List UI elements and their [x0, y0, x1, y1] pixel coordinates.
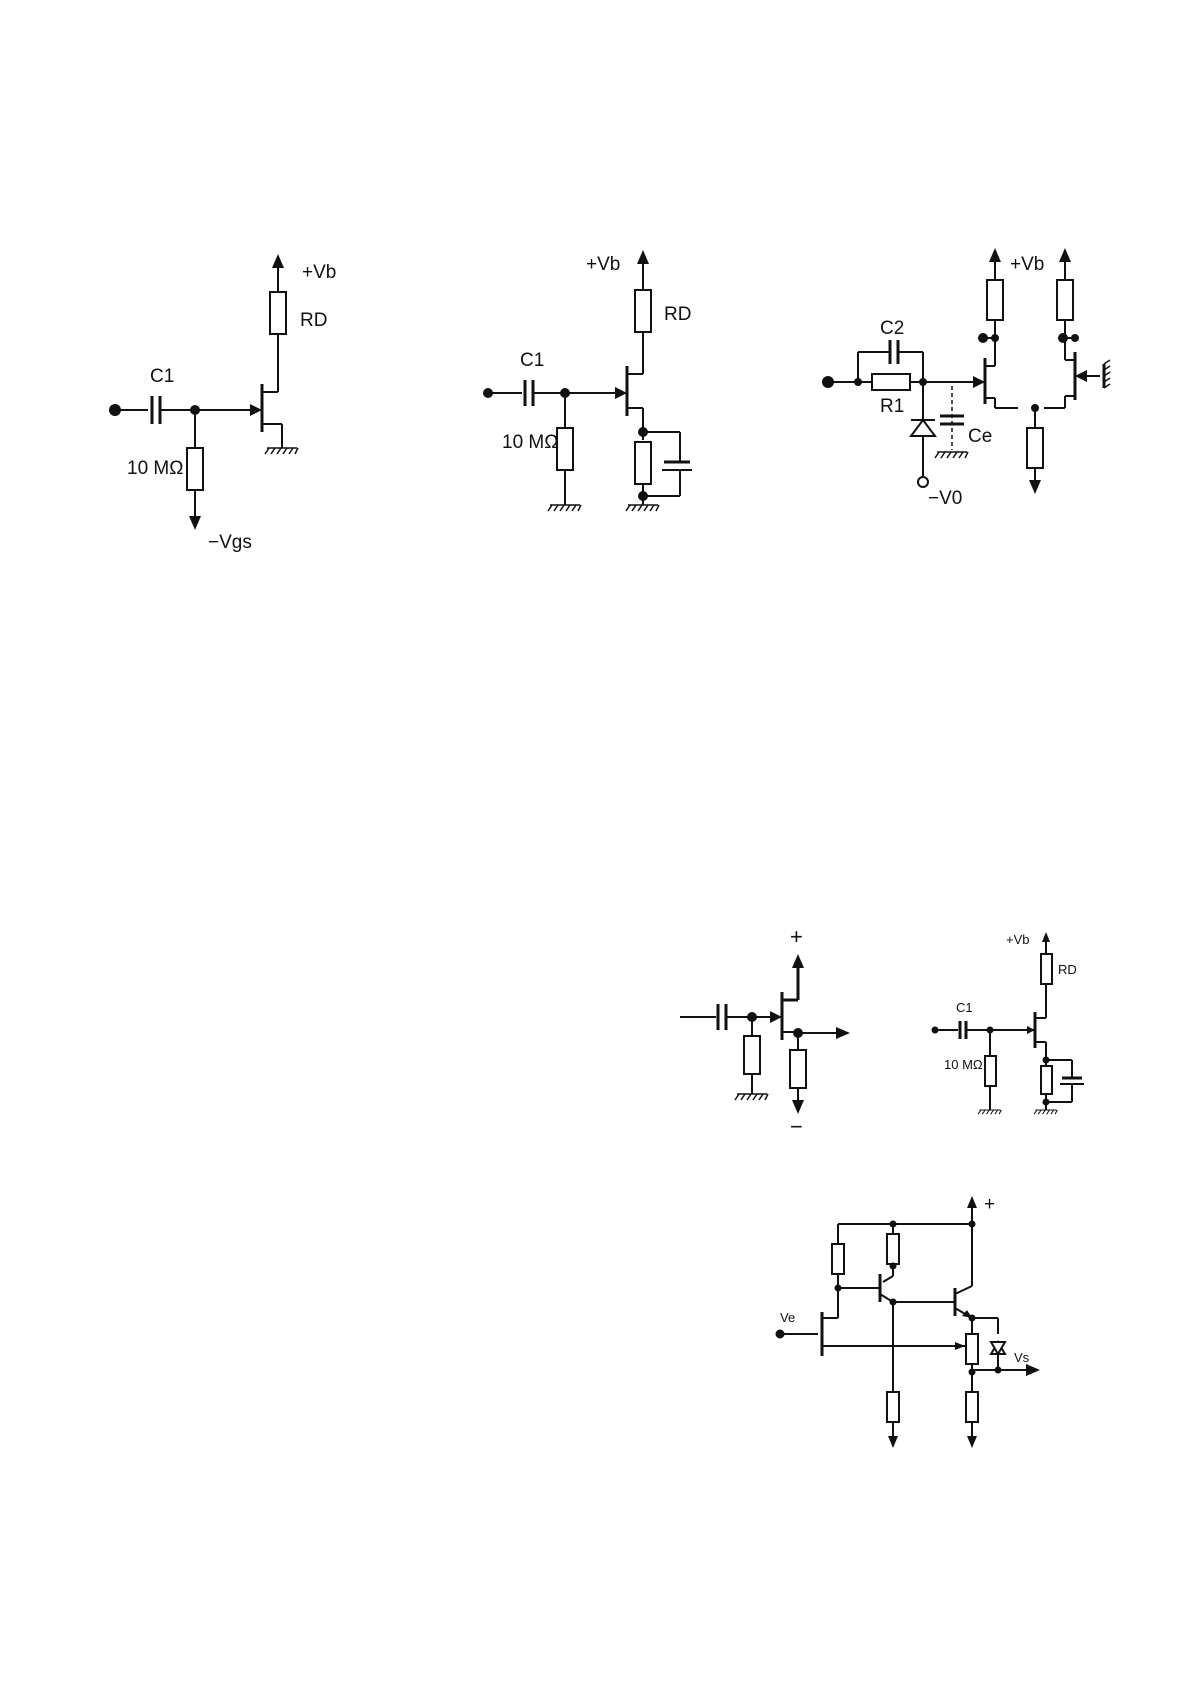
label-vb: +Vb	[1006, 932, 1030, 947]
arrow-down-icon	[888, 1436, 898, 1448]
arrow-down-icon	[1029, 480, 1041, 494]
label-vgs: −Vgs	[208, 532, 252, 553]
label-ce: Ce	[968, 426, 992, 447]
resistor-collector	[887, 1234, 899, 1264]
resistor-rd-right	[1057, 280, 1073, 320]
label-10m: 10 MΩ	[127, 458, 183, 479]
resistor-rd	[270, 292, 286, 334]
arrow-right-icon	[1026, 1364, 1040, 1376]
resistor-rs	[635, 442, 651, 484]
input-terminal-ve	[776, 1330, 785, 1339]
input-terminal	[109, 404, 121, 416]
resistor-tail	[1027, 428, 1043, 468]
label-10m: 10 MΩ	[502, 432, 558, 453]
arrow-up-icon	[792, 954, 804, 968]
label-minus: −	[790, 1114, 803, 1139]
terminal-v0	[918, 477, 928, 487]
resistor-rd	[635, 290, 651, 332]
resistor-10m	[187, 448, 203, 490]
resistor-rd-left	[987, 280, 1003, 320]
label-c1: C1	[956, 1000, 973, 1015]
resistor-10m	[557, 428, 573, 470]
label-vs: Vs	[1014, 1350, 1030, 1365]
resistor-10m	[985, 1056, 996, 1086]
label-vb: +Vb	[586, 254, 620, 275]
resistor-bias-top	[832, 1244, 844, 1274]
diode	[911, 420, 935, 436]
resistor-rd	[1041, 954, 1052, 984]
input-terminal	[932, 1027, 939, 1034]
arrow-up-icon	[989, 248, 1001, 262]
arrow-up-icon	[1059, 248, 1071, 262]
circuit-3-differential: +Vb C2 R1 Ce −V0	[822, 248, 1110, 509]
label-plus: +	[984, 1194, 995, 1215]
label-rd: RD	[664, 304, 691, 325]
input-terminal	[822, 376, 834, 388]
label-vb: +Vb	[302, 262, 336, 283]
resistor-source	[790, 1050, 806, 1088]
resistor-pot	[966, 1334, 978, 1364]
circuit-6-buffer: + Ve Vs	[776, 1194, 1041, 1448]
label-ve: Ve	[780, 1310, 795, 1325]
resistor-emitter-right	[966, 1392, 978, 1422]
resistor-gate	[744, 1036, 760, 1074]
arrow-down-icon	[792, 1100, 804, 1114]
resistor-rs	[1041, 1066, 1052, 1094]
circuit-1-common-source: +Vb RD C1 10 MΩ −Vgs	[109, 254, 336, 553]
label-c1: C1	[150, 366, 174, 387]
label-10m: 10 MΩ	[944, 1057, 983, 1072]
circuit-5-self-biased-small: +Vb RD C1 10 MΩ	[932, 932, 1085, 1114]
arrow-down-icon	[967, 1436, 977, 1448]
label-vb: +Vb	[1010, 254, 1044, 275]
arrow-up-icon	[1042, 932, 1050, 942]
arrow-down-icon	[189, 516, 201, 530]
label-c1: C1	[520, 350, 544, 371]
label-r1: R1	[880, 396, 904, 417]
input-terminal	[483, 388, 493, 398]
arrow-right-icon	[836, 1027, 850, 1039]
circuit-4-source-follower: + −	[680, 924, 850, 1139]
arrow-up-icon	[967, 1196, 977, 1208]
resistor-r1	[872, 374, 910, 390]
resistor-emitter-left	[887, 1392, 899, 1422]
label-rd: RD	[300, 310, 327, 331]
arrow-up-icon	[637, 250, 649, 264]
label-plus: +	[790, 924, 803, 949]
label-c2: C2	[880, 318, 904, 339]
arrow-up-icon	[272, 254, 284, 268]
circuit-2-self-biased: +Vb RD C1 10 MΩ	[483, 250, 692, 511]
label-v0: −V0	[928, 488, 962, 509]
label-rd: RD	[1058, 962, 1077, 977]
